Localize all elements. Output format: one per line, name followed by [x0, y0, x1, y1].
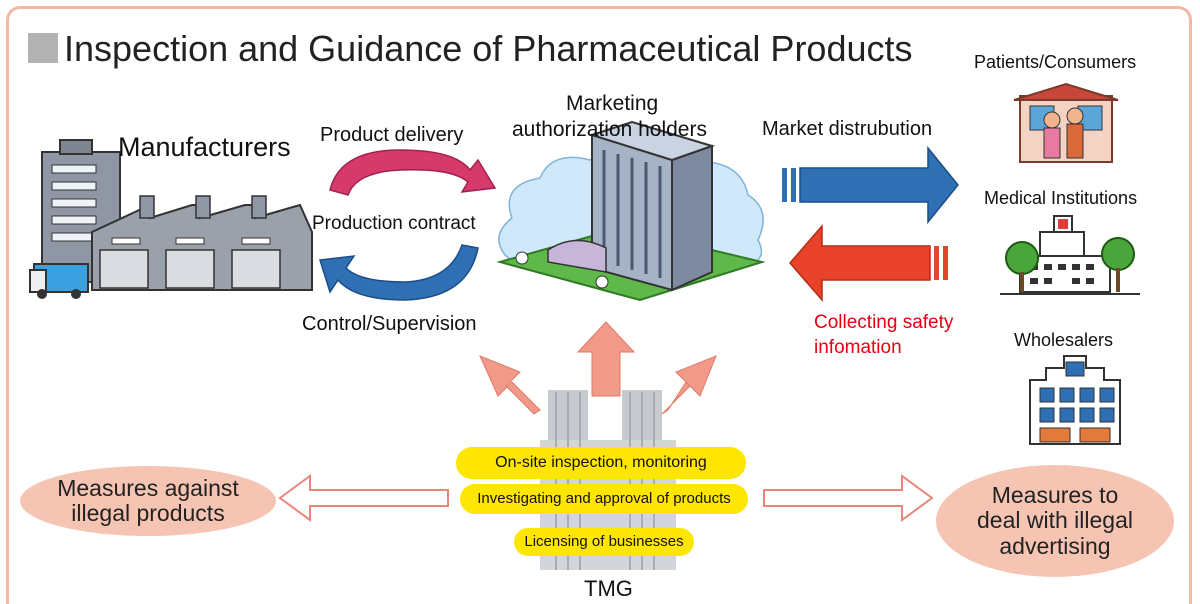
control-supervision-label: Control/Supervision	[302, 313, 477, 335]
patients-consumers-illustration	[1013, 82, 1119, 163]
factory-illustration	[29, 139, 313, 299]
measures-illegal-products: Measures against illegal products	[20, 466, 276, 536]
illegal-advertising-arrow	[763, 474, 934, 522]
collecting-safety-label-line1: Collecting safety	[814, 312, 954, 333]
control-supervision-arrow	[319, 244, 479, 301]
measures-illegal-advertising: Measures to deal with illegal advertisin…	[936, 465, 1174, 577]
wholesalers-label: Wholesalers	[1014, 330, 1114, 350]
tmg-role-investigation-approval: Investigating and approval of products	[460, 484, 748, 514]
mah-label-line2: authorization holders	[512, 118, 707, 141]
tmg-role-onsite-inspection: On-site inspection, monitoring	[456, 447, 746, 479]
tmg-role-licensing: Licensing of businesses	[514, 528, 694, 556]
mah-label-line1: Marketing	[566, 92, 659, 115]
diagram-title: Inspection and Guidance of Pharmaceutica…	[28, 28, 913, 70]
market-distribution-arrow	[782, 145, 959, 225]
safety-information-arrow	[789, 223, 948, 303]
production-contract-label: Production contract	[312, 213, 476, 234]
tmg-label: TMG	[584, 576, 633, 601]
headquarters-building	[496, 120, 766, 302]
tmg-arrow-to-consumers	[661, 355, 717, 415]
tmg-arrow-to-manufacturers	[479, 355, 541, 415]
manufacturers-label: Manufacturers	[118, 132, 291, 162]
medical-institutions-label: Medical Institutions	[984, 188, 1138, 208]
illegal-products-arrow	[278, 474, 449, 522]
market-distribution-label: Market distrubution	[762, 118, 933, 140]
tmg-arrow-to-mah	[576, 321, 636, 397]
medical-institutions-illustration	[1000, 215, 1140, 295]
patients-consumers-label: Patients/Consumers	[974, 52, 1137, 72]
diagram-frame	[6, 6, 1192, 604]
product-delivery-arrow	[329, 149, 497, 196]
product-delivery-label: Product delivery	[320, 124, 464, 146]
title-square-icon	[28, 33, 58, 63]
collecting-safety-label-line2: infomation	[814, 337, 902, 358]
wholesalers-illustration	[1029, 355, 1121, 445]
